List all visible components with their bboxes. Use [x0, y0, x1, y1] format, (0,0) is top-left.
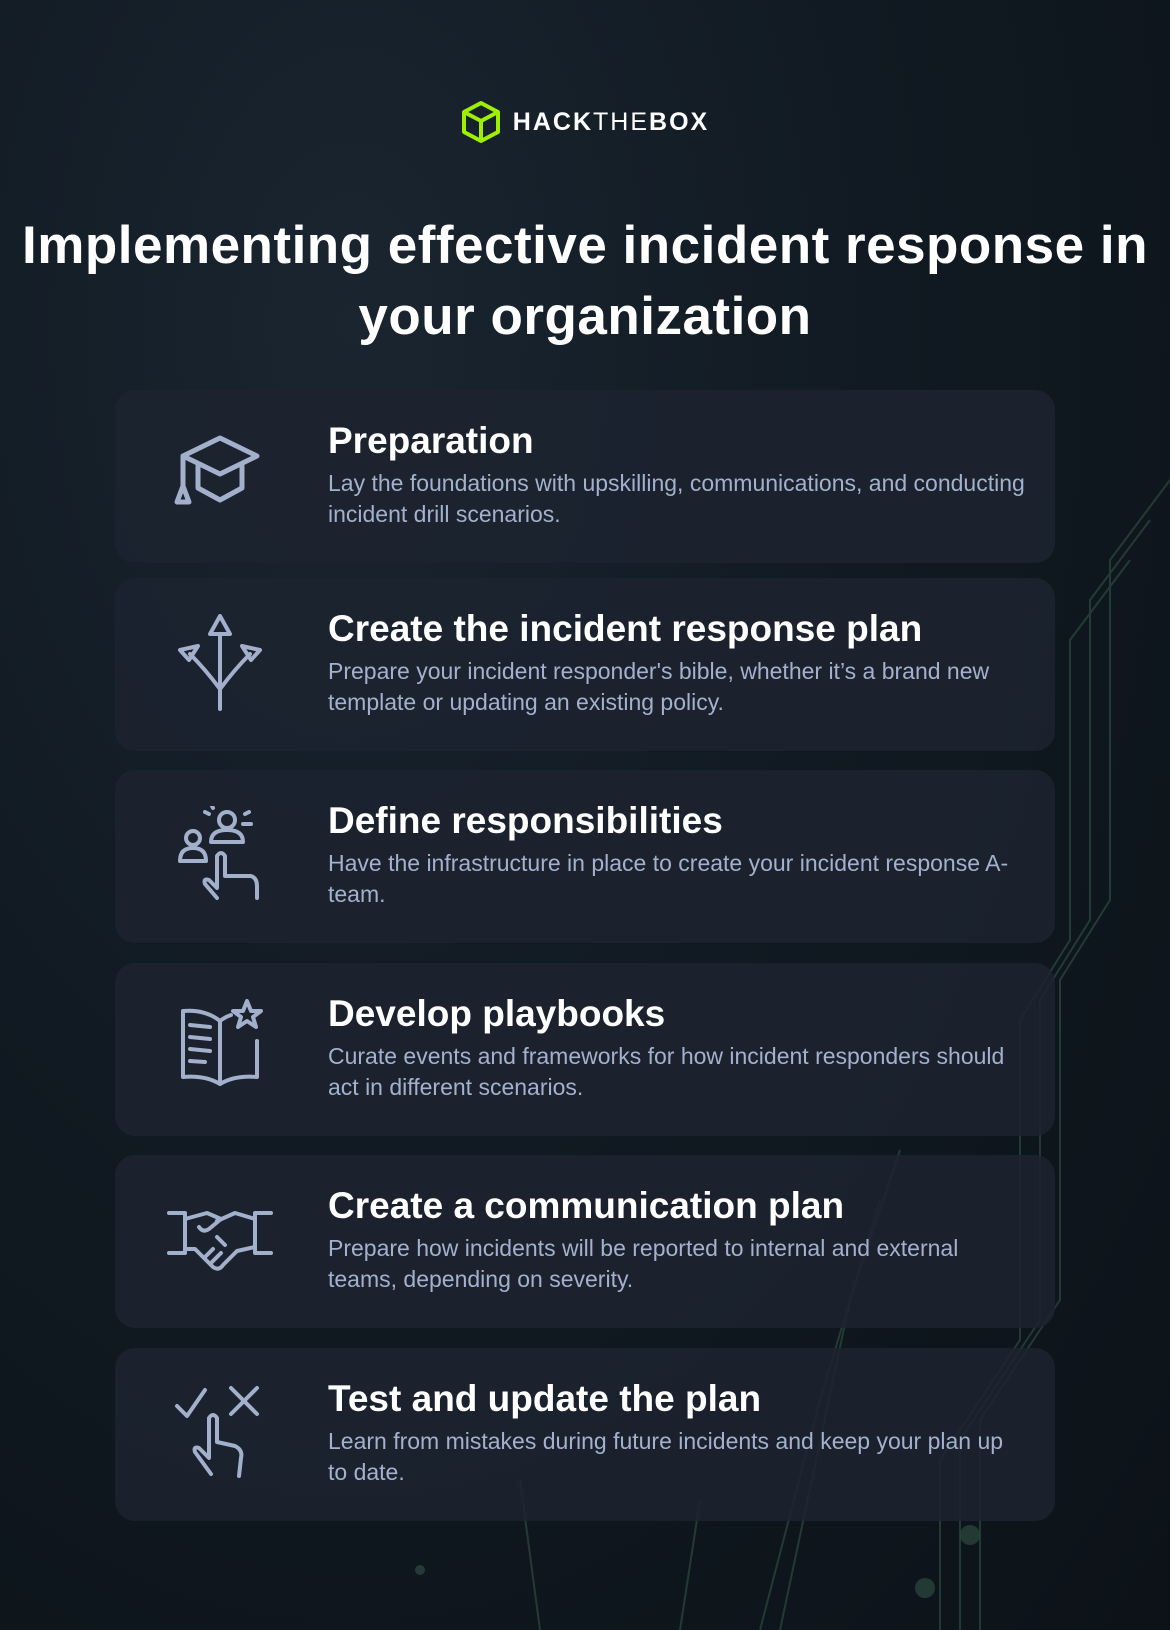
step-description: Lay the foundations with upskilling, com… — [328, 470, 1025, 527]
graduation-cap-icon — [165, 426, 275, 526]
step-card-create-plan: Create the incident response plan Prepar… — [115, 578, 1055, 751]
test-check-icon — [165, 1384, 275, 1484]
step-card-communication: Create a communication plan Prepare how … — [115, 1155, 1055, 1328]
step-description: Curate events and frameworks for how inc… — [328, 1043, 1005, 1100]
handshake-icon — [165, 1191, 275, 1291]
step-card-preparation: Preparation Lay the foundations with ups… — [115, 390, 1055, 563]
page-title: Implementing effective incident response… — [22, 216, 1148, 346]
step-title: Test and update the plan — [328, 1378, 762, 1419]
team-select-icon — [165, 802, 275, 906]
playbook-icon — [165, 999, 275, 1099]
step-card-responsibilities: Define responsibilities Have the infrast… — [115, 770, 1055, 943]
step-title: Develop playbooks — [328, 993, 666, 1034]
step-title: Define responsibilities — [328, 800, 723, 841]
cube-logo-icon — [461, 101, 500, 143]
step-card-test-update: Test and update the plan Learn from mist… — [115, 1348, 1055, 1521]
step-title: Preparation — [328, 420, 534, 461]
step-description: Learn from mistakes during future incide… — [328, 1428, 1004, 1485]
step-title: Create the incident response plan — [328, 608, 923, 649]
step-description: Prepare how incidents will be reported t… — [328, 1235, 959, 1292]
step-card-playbooks: Develop playbooks Curate events and fram… — [115, 963, 1055, 1136]
step-title: Create a communication plan — [328, 1185, 845, 1226]
step-description: Prepare your incident responder's bible,… — [328, 658, 990, 715]
branching-arrows-icon — [165, 614, 275, 714]
step-description: Have the infrastructure in place to crea… — [328, 850, 1009, 907]
brand-name: HACKTHEBOX — [512, 107, 710, 136]
brand-logo: HACKTHEBOX — [0, 100, 1170, 144]
